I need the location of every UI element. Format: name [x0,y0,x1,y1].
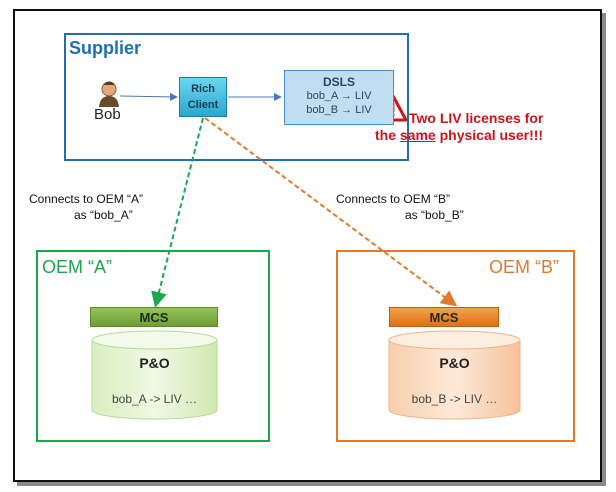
rich-client-label-line1: Rich [191,83,215,95]
connection-b-label-line2: as “bob_B” [405,208,464,222]
dsls-entry: bob_B → LIV [306,104,372,116]
connection-a-label-line1: Connects to OEM “A” [29,192,144,206]
oem-b-db-title: P&O [439,355,470,371]
oem-a-mcs: MCS [90,307,218,327]
dsls-entry: bob_A → LIV [306,90,372,102]
warning-message: Two LIV licenses for the same physical u… [375,110,565,144]
oem-b-box [336,250,575,442]
oem-b-title: OEM “B” [489,257,559,277]
connection-a-label-line2: as “bob_A” [74,208,133,222]
dsls-title: DSLS [322,75,355,89]
user-label: Bob [94,106,121,123]
oem-a-title: OEM “A” [42,257,112,277]
oem-b-db-entry: bob_B -> LIV … [411,392,498,406]
oem-a-box [36,250,270,442]
rich-client-label-line2: Client [187,99,219,111]
warning-line2-post: physical user!!! [435,127,544,143]
warning-line2: the same physical user!!! [375,127,565,144]
oem-b-mcs: MCS [389,307,499,327]
oem-a-db-entry: bob_A -> LIV … [111,392,198,406]
dsls-node: DSLS bob_A → LIV bob_B → LIV [284,70,394,125]
rich-client-node: Rich Client [179,77,227,117]
warning-line1: Two LIV licenses for [409,110,544,126]
warning-emphasis: same [399,127,436,143]
connection-b-label-line1: Connects to OEM “B” [336,192,451,206]
oem-a-db-title: P&O [139,355,170,371]
warning-line2-pre: the [375,127,400,143]
supplier-title: Supplier [69,38,142,58]
